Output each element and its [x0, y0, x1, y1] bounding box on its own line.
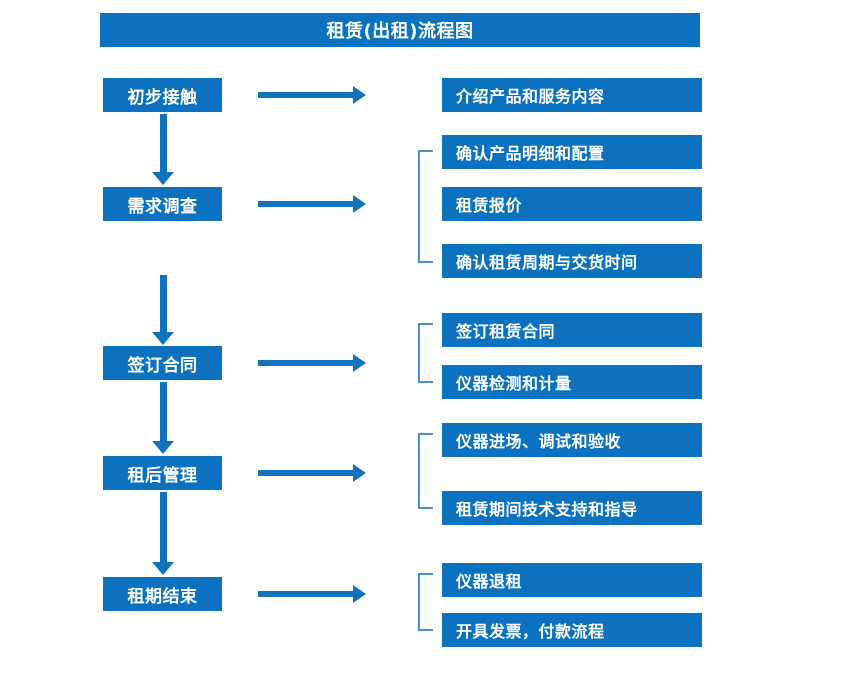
group-bracket-3 — [418, 323, 433, 383]
right-arrow-5-shaft — [258, 591, 354, 597]
down-arrow-2-shaft — [160, 275, 167, 332]
detail-box-5[interactable]: 签订租赁合同 — [442, 313, 702, 347]
detail-box-6[interactable]: 仪器检测和计量 — [442, 365, 702, 399]
right-arrow-2 — [258, 195, 366, 213]
right-arrow-2-shaft — [258, 201, 354, 207]
down-arrow-4-head — [152, 562, 174, 575]
right-arrow-2-head — [353, 195, 366, 213]
right-arrow-5-head — [353, 585, 366, 603]
right-arrow-4-shaft — [258, 470, 354, 476]
down-arrow-4 — [152, 492, 174, 575]
detail-box-7[interactable]: 仪器进场、调试和验收 — [442, 423, 702, 457]
stage-box-3[interactable]: 签订合同 — [103, 346, 222, 380]
stage-box-5[interactable]: 租期结束 — [103, 577, 222, 611]
down-arrow-2-head — [152, 332, 174, 345]
right-arrow-3 — [258, 354, 366, 372]
down-arrow-1 — [152, 114, 174, 185]
group-bracket-2 — [418, 150, 433, 263]
detail-box-3[interactable]: 租赁报价 — [442, 187, 702, 221]
right-arrow-4-head — [353, 464, 366, 482]
right-arrow-5 — [258, 585, 366, 603]
right-arrow-1-head — [353, 86, 366, 104]
down-arrow-1-shaft — [160, 114, 167, 172]
stage-box-2[interactable]: 需求调查 — [103, 187, 222, 221]
detail-box-4[interactable]: 确认租赁周期与交货时间 — [442, 244, 702, 278]
group-bracket-5 — [418, 573, 433, 631]
right-arrow-4 — [258, 464, 366, 482]
detail-box-8[interactable]: 租赁期间技术支持和指导 — [442, 491, 702, 525]
right-arrow-1-shaft — [258, 92, 354, 98]
detail-box-1[interactable]: 介绍产品和服务内容 — [442, 78, 702, 112]
stage-box-1[interactable]: 初步接触 — [103, 78, 222, 112]
down-arrow-3-shaft — [160, 382, 167, 441]
detail-box-2[interactable]: 确认产品明细和配置 — [442, 135, 702, 169]
detail-box-10[interactable]: 开具发票，付款流程 — [442, 613, 702, 647]
diagram-title: 租赁(出租)流程图 — [100, 13, 700, 47]
stage-box-4[interactable]: 租后管理 — [103, 456, 222, 490]
down-arrow-1-head — [152, 172, 174, 185]
down-arrow-2 — [152, 275, 174, 345]
down-arrow-3-head — [152, 441, 174, 454]
right-arrow-3-shaft — [258, 360, 354, 366]
right-arrow-1 — [258, 86, 366, 104]
right-arrow-3-head — [353, 354, 366, 372]
down-arrow-4-shaft — [160, 492, 167, 562]
down-arrow-3 — [152, 382, 174, 454]
group-bracket-4 — [418, 433, 433, 509]
detail-box-9[interactable]: 仪器退租 — [442, 563, 702, 597]
